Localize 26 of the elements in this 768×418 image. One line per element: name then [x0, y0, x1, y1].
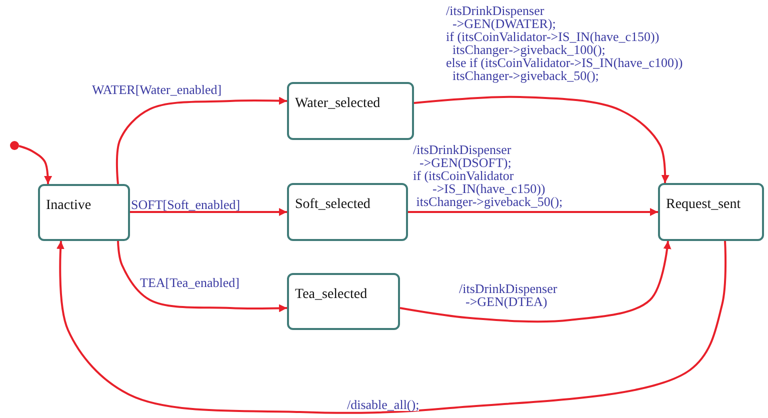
state-box [658, 183, 764, 241]
transition-arrow [130, 208, 287, 216]
state-name: Tea_selected [295, 287, 368, 303]
transition-label: /itsDrinkDispenser ->GEN(DSOFT); if (itsCoinValidator ->IS_IN(have_c150)) itsChanger->giveback_50(); [413, 143, 563, 208]
state-box [287, 183, 408, 241]
transition-arrow [116, 96, 288, 184]
transition-label: SOFT[Soft_enabled] [131, 198, 240, 211]
transition-arrow [414, 96, 670, 184]
state-name: Water_selected [295, 96, 380, 112]
transition-label: /disable_all(); [347, 398, 420, 411]
initial-state-dot [10, 141, 19, 150]
state-box [287, 273, 400, 330]
transition-arrow [56, 240, 726, 414]
state-name: Request_sent [666, 197, 741, 213]
state-name: Soft_selected [295, 197, 370, 213]
transition-label: /itsDrinkDispenser ->GEN(DWATER); if (itsCoinValidator->IS_IN(have_c150)) itsChanger->giveback_100(); else if (itsCoinValidator->IS_IN(have_c100)) itsChanger->giveback_50(); [446, 4, 683, 82]
transition-arrow [18, 145, 52, 184]
transition-label: TEA[Tea_enabled] [140, 276, 240, 289]
state-name: Inactive [46, 198, 92, 214]
state-box [38, 184, 130, 241]
state-box [287, 82, 414, 140]
transition-arrow [408, 208, 658, 216]
transition-arrow [117, 240, 288, 312]
transition-label: /itsDrinkDispenser ->GEN(DTEA) [459, 282, 558, 308]
transition-label: WATER[Water_enabled] [92, 83, 222, 96]
transition-arrow [400, 240, 672, 323]
